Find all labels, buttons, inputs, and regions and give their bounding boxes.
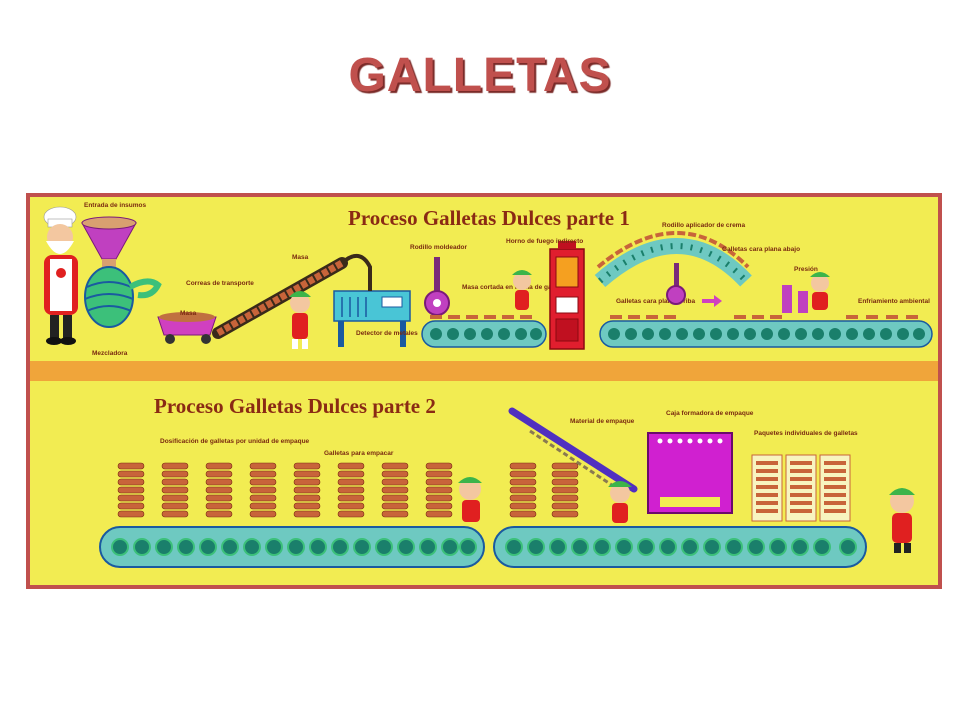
worker-figure-6 <box>889 488 915 553</box>
press-station <box>782 272 830 313</box>
worker-figure-5 <box>608 481 632 523</box>
process-diagram: Proceso Galletas Dulces parte 1 Entrada … <box>26 193 942 589</box>
label-cara-abajo: Galletas cara plana abajo <box>722 246 800 253</box>
label-rodillo-crema: Rodillo aplicador de crema <box>662 222 745 229</box>
label-presion: Presión <box>794 266 818 273</box>
process-illustration: Proceso Galletas Dulces parte 1 Entrada … <box>30 197 938 585</box>
arched-conveyor <box>594 231 752 288</box>
label-masa: Masa <box>292 254 309 261</box>
label-masa-cortada: Masa cortada en forma de galletas <box>462 284 569 291</box>
label-para-empacar: Galletas para empacar <box>324 450 394 457</box>
label-horno: Horno de fuego indirecto <box>506 238 583 245</box>
caja-formadora-machine <box>647 432 733 514</box>
direction-arrow <box>702 295 722 307</box>
part2-title: Proceso Galletas Dulces parte 2 <box>154 394 436 418</box>
conveyor-belt-1 <box>421 315 547 348</box>
part1-title: Proceso Galletas Dulces parte 1 <box>348 206 630 230</box>
label-mezcladora: Mezcladora <box>92 350 128 357</box>
label-dosificacion: Dosificación de galletas por unidad de e… <box>160 438 310 445</box>
chef-illustration <box>43 206 78 345</box>
label-material-empaque: Material de empaque <box>570 418 635 425</box>
conveyor-belt-2 <box>599 315 933 348</box>
conveyor-belt-3 <box>99 526 485 568</box>
horno-oven <box>549 241 585 350</box>
inclined-conveyor <box>212 257 348 339</box>
rodillo-crema <box>666 263 686 305</box>
label-paquetes: Paquetes individuales de galletas <box>754 430 858 437</box>
paquetes-individuales <box>751 454 851 522</box>
label-masa-carrito: Masa <box>180 310 197 317</box>
mezcladora-machine <box>81 216 162 328</box>
detector-machine <box>333 254 411 347</box>
worker-figure-2 <box>512 270 532 310</box>
label-cara-arriba: Galletas cara plana arriba <box>616 298 696 305</box>
label-detector-metales: Detector de metales <box>356 330 418 337</box>
slide-title: GALLETAS <box>348 49 612 102</box>
conveyor-belt-4 <box>493 526 867 568</box>
worker-figure-1 <box>289 291 311 349</box>
label-caja-formadora: Caja formadora de empaque <box>666 410 754 417</box>
cookie-stacks <box>117 462 579 518</box>
label-rodillo-moldeador: Rodillo moldeador <box>410 244 468 251</box>
dough-cart <box>157 312 217 344</box>
label-enfriamiento: Enfriamiento ambiental <box>858 298 930 305</box>
label-correas-transporte: Correas de transporte <box>186 280 254 287</box>
part-divider <box>30 361 938 381</box>
label-entrada-insumos: Entrada de insumos <box>84 202 147 209</box>
worker-figure-4 <box>458 477 482 522</box>
